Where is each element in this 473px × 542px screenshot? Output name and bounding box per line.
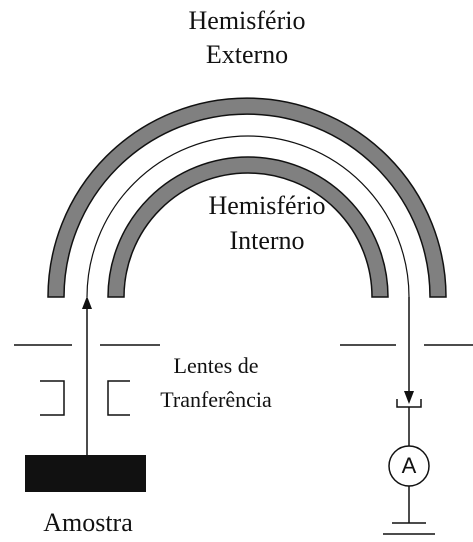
transfer-lens-label-line2: Tranferência: [160, 387, 272, 412]
outer-hemisphere-label-line1: Hemisfério: [188, 6, 306, 35]
transfer-lens-right: [107, 380, 130, 416]
outer-hemisphere: [47, 97, 447, 298]
inner-hemisphere: [107, 156, 389, 298]
exit-arrowhead: [404, 391, 414, 404]
electron-path-arc: [86, 135, 410, 298]
ammeter-label: A: [401, 453, 417, 478]
sample-block: [25, 455, 146, 492]
inner-hemisphere-label-line2: Interno: [229, 226, 305, 255]
inner-hemisphere-label-line1: Hemisfério: [208, 191, 326, 220]
transfer-lens-left: [40, 380, 65, 416]
transfer-lens-label-line1: Lentes de: [173, 353, 259, 378]
outer-hemisphere-label-line2: Externo: [205, 40, 289, 69]
entry-arrowhead: [82, 296, 92, 309]
sample-label: Amostra: [43, 508, 133, 537]
